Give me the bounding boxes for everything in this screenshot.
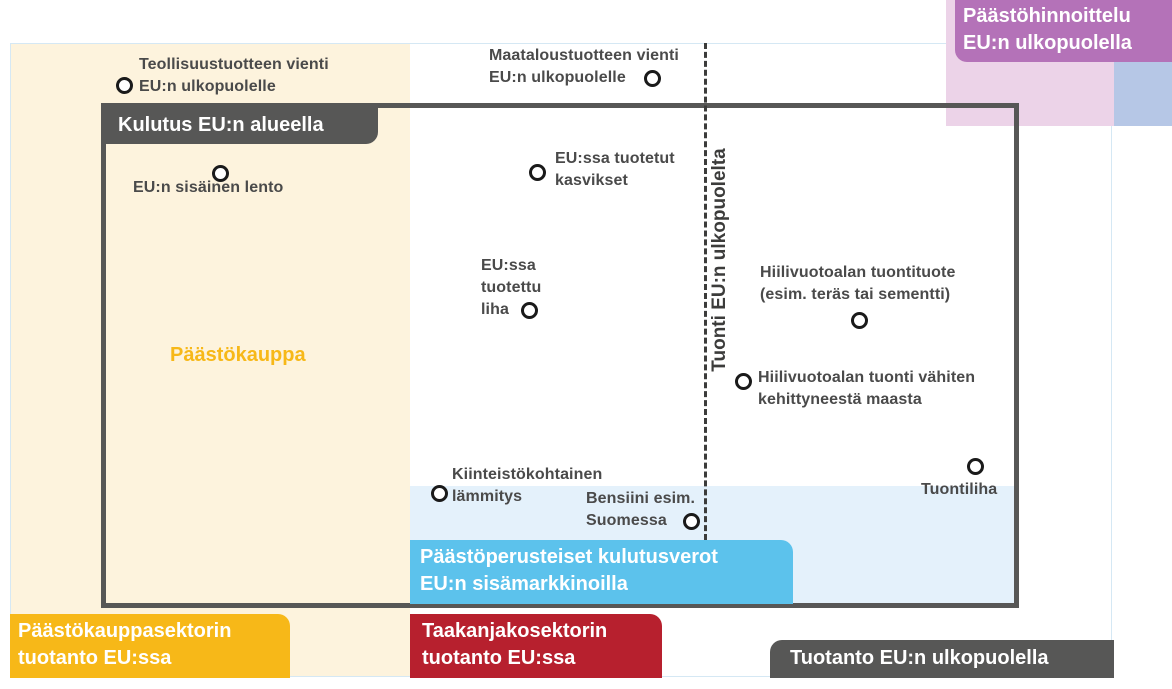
- imported-meat-label: Tuontiliha: [921, 481, 998, 498]
- petrol-line2: Suomessa: [586, 512, 667, 529]
- meat-line2: tuotettu: [481, 279, 542, 296]
- carbon-leakage-point: [851, 312, 868, 329]
- consumption-eu-tag: Kulutus EU:n alueella: [106, 108, 378, 144]
- imported-meat-point: [967, 458, 984, 475]
- consumption-tax-line1: Päästöperusteiset kulutusverot: [420, 546, 718, 568]
- ldc-import-label: Hiilivuotoalan tuonti vähiten kehittynee…: [758, 367, 975, 411]
- meat-point: [521, 302, 538, 319]
- effort-sector-line2: tuotanto EU:ssa: [422, 647, 576, 669]
- ets-sector-line2: tuotanto EU:ssa: [18, 647, 172, 669]
- property-heating-point: [431, 485, 448, 502]
- petrol-point: [683, 513, 700, 530]
- property-heating-label: Kiinteistökohtainen lämmitys: [452, 464, 602, 508]
- carbon-leakage-line1: Hiilivuotoalan tuontituote: [760, 264, 956, 281]
- petrol-line1: Bensiini esim.: [586, 490, 695, 507]
- industrial-export-point: [116, 77, 133, 94]
- import-axis-label: Tuonti EU:n ulkopuolelta: [709, 148, 730, 372]
- meat-label: EU:ssa tuotettu liha: [481, 255, 541, 321]
- industrial-export-line2: EU:n ulkopuolelle: [139, 78, 276, 95]
- ets-sector-tag: Päästökauppasektorin tuotanto EU:ssa: [10, 614, 290, 678]
- ets-sector-line1: Päästökauppasektorin: [18, 620, 232, 642]
- ets-zone: [10, 43, 410, 677]
- agri-export-point: [644, 70, 661, 87]
- property-heating-line2: lämmitys: [452, 488, 523, 505]
- effort-sector-line1: Taakanjakosektorin: [422, 620, 608, 642]
- crops-point: [529, 164, 546, 181]
- property-heating-line1: Kiinteistökohtainen: [452, 466, 603, 483]
- agri-export-line2: EU:n ulkopuolelle: [489, 69, 626, 86]
- carbon-leakage-label: Hiilivuotoalan tuontituote (esim. teräs …: [760, 262, 955, 306]
- industrial-export-line1: Teollisuustuotteen vienti: [139, 56, 329, 73]
- import-axis-line: [704, 43, 707, 540]
- carbon-leakage-line2: (esim. teräs tai sementti): [760, 286, 951, 303]
- pricing-outside-tag: Päästöhinnoittelu EU:n ulkopuolella: [955, 0, 1172, 62]
- pricing-outside-line2: EU:n ulkopuolella: [963, 32, 1132, 54]
- crops-label: EU:ssa tuotetut kasvikset: [555, 148, 675, 192]
- domestic-flight-point: [212, 165, 229, 182]
- meat-line1: EU:ssa: [481, 257, 536, 274]
- industrial-export-label: Teollisuustuotteen vienti EU:n ulkopuole…: [139, 54, 329, 98]
- emissions-trading-label: Päästökauppa: [170, 344, 306, 366]
- effort-sector-tag: Taakanjakosektorin tuotanto EU:ssa: [410, 614, 662, 678]
- consumption-tax-tag: Päästöperusteiset kulutusverot EU:n sisä…: [410, 540, 793, 604]
- domestic-flight-label: EU:n sisäinen lento: [133, 179, 284, 196]
- pricing-outside-line1: Päästöhinnoittelu: [963, 5, 1131, 27]
- ldc-import-point: [735, 373, 752, 390]
- ldc-import-line1: Hiilivuotoalan tuonti vähiten: [758, 369, 976, 386]
- ldc-import-line2: kehittyneestä maasta: [758, 391, 922, 408]
- crops-line2: kasvikset: [555, 172, 628, 189]
- eu-consumption-frame: [101, 103, 1019, 608]
- agri-export-line1: Maataloustuotteen vienti: [489, 47, 679, 64]
- petrol-label: Bensiini esim. Suomessa: [586, 488, 695, 532]
- meat-line3: liha: [481, 301, 509, 318]
- crops-line1: EU:ssa tuotetut: [555, 150, 675, 167]
- consumption-tax-line2: EU:n sisämarkkinoilla: [420, 573, 628, 595]
- agri-export-label: Maataloustuotteen vienti EU:n ulkopuolel…: [489, 45, 679, 89]
- production-outside-tag: Tuotanto EU:n ulkopuolella: [770, 640, 1114, 678]
